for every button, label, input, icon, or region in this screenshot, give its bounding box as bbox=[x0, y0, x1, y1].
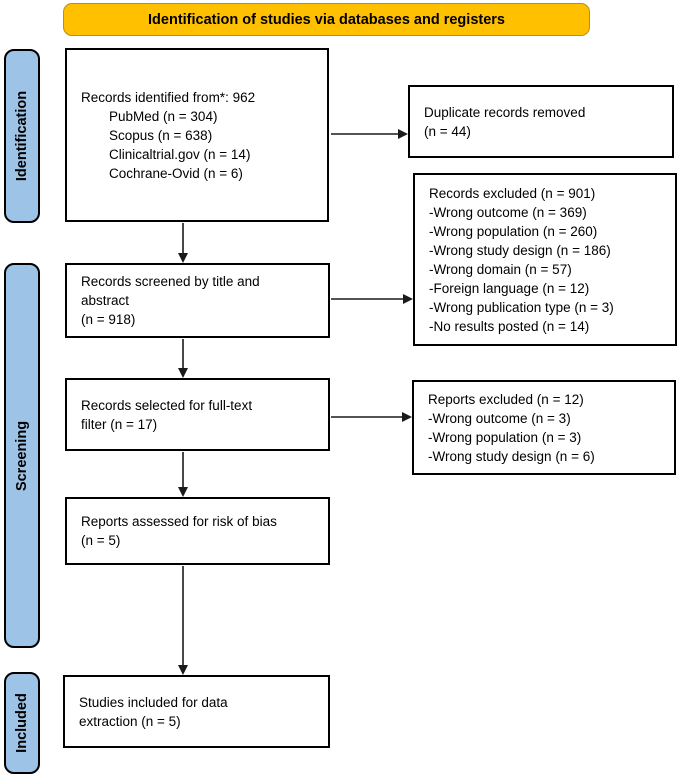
text-line: -Wrong study design (n = 6) bbox=[428, 448, 595, 464]
phase-label-screening: Screening bbox=[4, 263, 40, 648]
text-line: Reports assessed for risk of bias bbox=[81, 514, 277, 529]
text-line: -Wrong population (n = 3) bbox=[428, 429, 582, 445]
arrow-identified-to-screened bbox=[178, 223, 188, 263]
text-line: -Wrong outcome (n = 369) bbox=[429, 204, 587, 220]
arrow-identified-to-duplicates bbox=[331, 129, 408, 139]
phase-label-identification-text: Identification bbox=[14, 90, 31, 182]
text-line: (n = 918) bbox=[81, 312, 136, 327]
text-line: -Wrong study design (n = 186) bbox=[429, 242, 611, 258]
text-line: (n = 5) bbox=[81, 533, 121, 548]
text-line: -Wrong outcome (n = 3) bbox=[428, 410, 571, 426]
reports-excluded-box: Reports excluded (n = 12) -Wrong outcome … bbox=[412, 380, 676, 475]
text-line: -Wrong population (n = 260) bbox=[429, 223, 598, 239]
arrow-screened-to-selected bbox=[178, 339, 188, 378]
diagram-title: Identification of studies via databases … bbox=[148, 11, 505, 28]
phase-label-identification: Identification bbox=[4, 49, 40, 223]
phase-label-included: Included bbox=[4, 672, 40, 774]
arrow-screened-to-excluded bbox=[331, 294, 413, 304]
studies-included-box: Studies included for data extraction (n =… bbox=[63, 675, 330, 748]
duplicates-removed-box: Duplicate records removed (n = 44) bbox=[408, 85, 674, 158]
text-line: -Foreign language (n = 12) bbox=[429, 280, 590, 296]
text-line: Records excluded (n = 901) bbox=[429, 185, 596, 201]
text-line: Records screened by title and bbox=[81, 274, 260, 289]
text-line: Scopus (n = 638) bbox=[109, 127, 213, 143]
phase-label-included-text: Included bbox=[14, 693, 30, 753]
text-line: -Wrong publication type (n = 3) bbox=[429, 299, 614, 315]
text-line: Studies included for data bbox=[79, 694, 228, 710]
records-excluded-box: Records excluded (n = 901) -Wrong outcome… bbox=[413, 173, 677, 346]
records-screened-box: Records screened by title and abstract (n … bbox=[65, 263, 330, 338]
text-line: Records identified from*: 962 bbox=[81, 89, 256, 105]
text-line: -Wrong domain (n = 57) bbox=[429, 261, 572, 277]
text-line: Reports excluded (n = 12) bbox=[428, 391, 584, 407]
arrow-assessed-to-included bbox=[178, 566, 188, 675]
text-line: extraction (n = 5) bbox=[79, 713, 181, 729]
text-line: Duplicate records removed bbox=[424, 104, 586, 120]
arrow-selected-to-reports-excluded bbox=[331, 412, 412, 422]
records-selected-box: Records selected for full-text filter (n … bbox=[65, 378, 330, 451]
text-line: Records selected for full-text bbox=[81, 397, 253, 413]
text-line: Cochrane-Ovid (n = 6) bbox=[109, 165, 243, 181]
phase-label-screening-text: Screening bbox=[14, 420, 31, 491]
text-line: -No results posted (n = 14) bbox=[429, 318, 590, 334]
diagram-title-banner: Identification of studies via databases … bbox=[63, 3, 590, 36]
text-line: abstract bbox=[81, 293, 130, 308]
arrow-selected-to-assessed bbox=[178, 452, 188, 497]
text-line: filter (n = 17) bbox=[81, 416, 158, 432]
text-line: PubMed (n = 304) bbox=[109, 108, 218, 124]
text-line: Clinicaltrial.gov (n = 14) bbox=[109, 146, 251, 162]
text-line: (n = 44) bbox=[424, 123, 471, 139]
reports-assessed-box: Reports assessed for risk of bias (n = 5) bbox=[65, 497, 330, 565]
